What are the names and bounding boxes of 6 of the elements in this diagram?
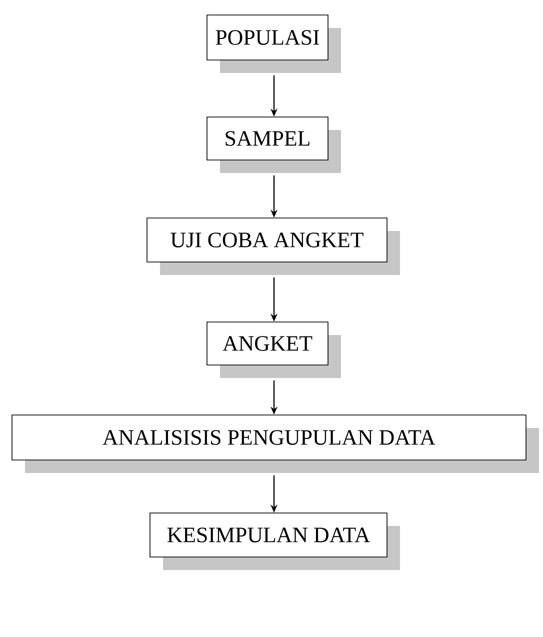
process-box: POPULASI — [206, 14, 341, 73]
process-box: ANGKET — [206, 322, 341, 378]
process-box: ANALISISIS PENGUPULAN DATA — [12, 414, 539, 473]
process-box: UJI COBA ANGKET — [146, 218, 400, 275]
process-box: KESIMPULAN DATA — [150, 512, 400, 570]
process-box: SAMPEL — [206, 116, 341, 173]
